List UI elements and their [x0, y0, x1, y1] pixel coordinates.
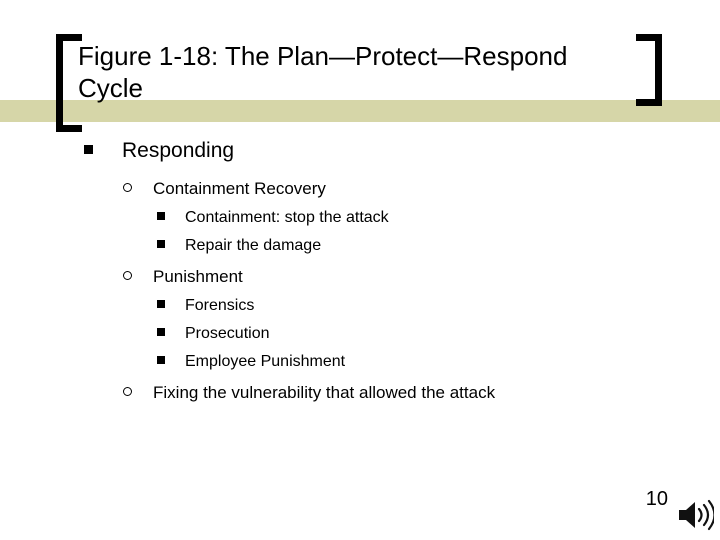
outline-group-fixing: Fixing the vulnerability that allowed th… [0, 382, 720, 404]
title-accent-band [0, 100, 720, 122]
outline-item-containment-recovery: Containment Recovery [0, 178, 720, 200]
page-title: Figure 1-18: The Plan—Protect—Respond Cy… [78, 41, 568, 103]
outline-group-containment: Containment Recovery Containment: stop t… [0, 178, 720, 256]
speaker-icon[interactable] [676, 498, 716, 532]
slide-body: Responding Containment Recovery Containm… [0, 138, 720, 412]
square-bullet-icon [157, 300, 165, 308]
outline-item-label: Punishment [153, 267, 243, 286]
outline-item-responding: Responding [0, 138, 720, 164]
square-bullet-icon [157, 328, 165, 336]
circle-bullet-icon [123, 183, 132, 192]
outline-item-label: Repair the damage [185, 237, 322, 254]
outline-item-label: Prosecution [185, 325, 270, 342]
circle-bullet-icon [123, 387, 132, 396]
square-bullet-icon [157, 356, 165, 364]
outline-item-employee-punishment: Employee Punishment [0, 351, 720, 372]
outline-item-fixing-vulnerability: Fixing the vulnerability that allowed th… [0, 382, 720, 404]
outline-item-repair-damage: Repair the damage [0, 235, 720, 256]
outline-item-label: Containment: stop the attack [185, 209, 389, 226]
outline-item-label: Employee Punishment [185, 353, 346, 370]
outline-item-label: Forensics [185, 297, 255, 314]
page-number: 10 [645, 488, 668, 510]
title-bracket-left [56, 34, 82, 132]
square-bullet-icon [157, 240, 165, 248]
outline-item-label: Containment Recovery [153, 179, 326, 198]
outline-group-punishment: Punishment Forensics Prosecution Employe… [0, 266, 720, 372]
circle-bullet-icon [123, 271, 132, 280]
outline-item-punishment: Punishment [0, 266, 720, 288]
outline-item-label: Responding [122, 139, 235, 162]
square-bullet-icon [84, 145, 93, 154]
square-bullet-icon [157, 212, 165, 220]
outline-item-label: Fixing the vulnerability that allowed th… [153, 383, 496, 402]
outline-item-containment-stop-attack: Containment: stop the attack [0, 207, 720, 228]
title-bracket-right [636, 34, 662, 106]
outline-item-prosecution: Prosecution [0, 323, 720, 344]
outline-item-forensics: Forensics [0, 295, 720, 316]
